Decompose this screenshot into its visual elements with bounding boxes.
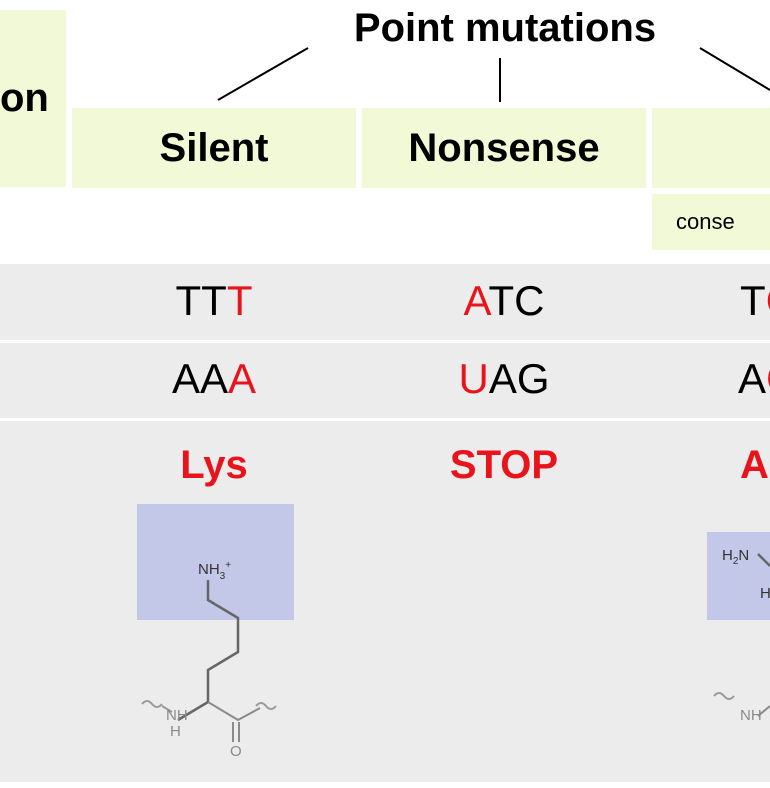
mrna-normal: AA [171,355,228,402]
mrna-normal: A [738,355,767,402]
mrna-normal: AG [488,355,550,402]
lys-o-label: O [230,743,242,760]
dna-normal: TC [488,277,545,324]
header-nonsense-label: Nonsense [408,125,600,170]
header-left-fragment: on [0,10,66,187]
row-separator-1 [0,340,770,343]
amino-acid-nonsense: STOP [449,443,559,487]
amino-acid-silent: Lys [180,443,248,487]
dna-mutated-base: C [766,277,770,324]
mrna-mutated-base: G [766,355,770,402]
right-h-label: H [760,585,770,602]
header-right-fragment [652,108,770,188]
mrna-mutated-base: U [458,355,489,402]
lys-nh-label: NH [166,707,188,724]
row-separator-2 [0,418,770,421]
side-chain-box-lys [137,504,294,620]
mrna-mutated-base: A [228,355,257,402]
dna-normal: TT [175,277,227,324]
title-connectors [217,47,770,102]
amino-acid-right: A [740,443,769,487]
dna-codon-nonsense: ATC [362,276,646,326]
mrna-codon-nonsense: UAG [362,354,646,404]
header-silent: Silent [72,108,356,188]
mrna-codon-silent: AAA [72,354,356,404]
lys-nh3-label: NH3+ [198,560,231,582]
connector-silent [217,47,309,101]
right-structure: H2N H NH [713,547,770,724]
right-h2n-label: H2N [722,547,749,567]
title-point-mutations: Point mutations [353,6,657,50]
header-left-label: on [0,76,49,120]
mrna-codon-right: AG [738,354,770,404]
lys-h-label: H [170,723,181,740]
dna-codon-right: TC [740,276,770,326]
header-silent-label: Silent [159,125,269,170]
connector-right [699,47,770,91]
right-nh-label: NH [740,707,762,724]
dna-codon-silent: TTT [72,276,356,326]
lysine-structure: NH3+ NH H O [141,560,277,760]
subheader-conservative: conse [652,194,770,250]
header-nonsense: Nonsense [362,108,646,188]
dna-mutated-base: T [226,277,253,324]
dna-normal: T [740,277,766,324]
content-band [0,264,770,782]
dna-mutated-base: A [463,277,489,324]
side-chain-box-right [707,532,770,620]
